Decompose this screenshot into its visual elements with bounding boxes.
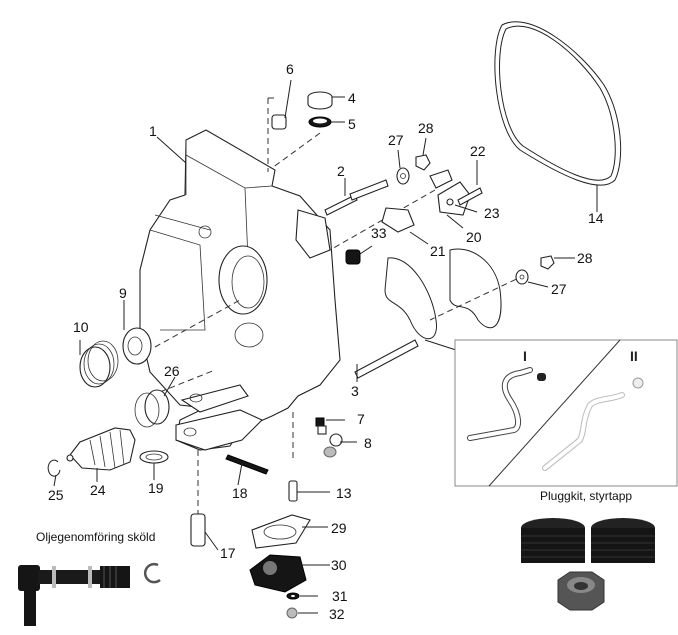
callout-30: 30 — [331, 557, 347, 573]
callout-27-lower: 27 — [551, 281, 567, 297]
callout-33: 33 — [371, 225, 387, 241]
callout-13: 13 — [336, 485, 352, 501]
callout-2: 2 — [337, 163, 345, 179]
callout-26: 26 — [164, 363, 180, 379]
inset-variant-1-label: I — [523, 348, 527, 364]
oil-feedthrough-caption: Oljegenomföring sköld — [36, 530, 156, 544]
callout-18: 18 — [232, 485, 248, 501]
callout-27-upper: 27 — [388, 132, 404, 148]
callout-9: 9 — [119, 285, 127, 301]
callout-14: 14 — [588, 210, 604, 226]
callout-3: 3 — [351, 383, 359, 399]
callout-24: 24 — [90, 482, 106, 498]
callout-28-upper: 28 — [418, 120, 434, 136]
callout-25: 25 — [48, 487, 64, 503]
callout-19: 19 — [148, 480, 164, 496]
callout-20: 20 — [466, 229, 482, 245]
housing-part-1 — [139, 129, 341, 451]
oil-feedthrough-photo — [18, 562, 161, 626]
callout-1: 1 — [149, 123, 157, 139]
inset-variants-box — [454, 339, 678, 487]
inset-variant-2-label: II — [630, 348, 638, 364]
plug-kit-photo — [521, 518, 655, 611]
callout-22: 22 — [470, 143, 486, 159]
callout-23: 23 — [484, 205, 500, 221]
callout-8: 8 — [364, 435, 372, 451]
callout-21: 21 — [430, 243, 446, 259]
callout-6: 6 — [286, 61, 294, 77]
callout-32: 32 — [329, 606, 345, 622]
callout-28-lower: 28 — [577, 250, 593, 266]
callout-4: 4 — [348, 90, 356, 106]
callout-31: 31 — [332, 588, 348, 604]
callout-29: 29 — [331, 520, 347, 536]
plug-kit-caption: Pluggkit, styrtapp — [540, 489, 633, 503]
callout-17: 17 — [220, 545, 236, 561]
callout-5: 5 — [348, 116, 356, 132]
callout-10: 10 — [73, 319, 89, 335]
callout-7: 7 — [357, 411, 365, 427]
